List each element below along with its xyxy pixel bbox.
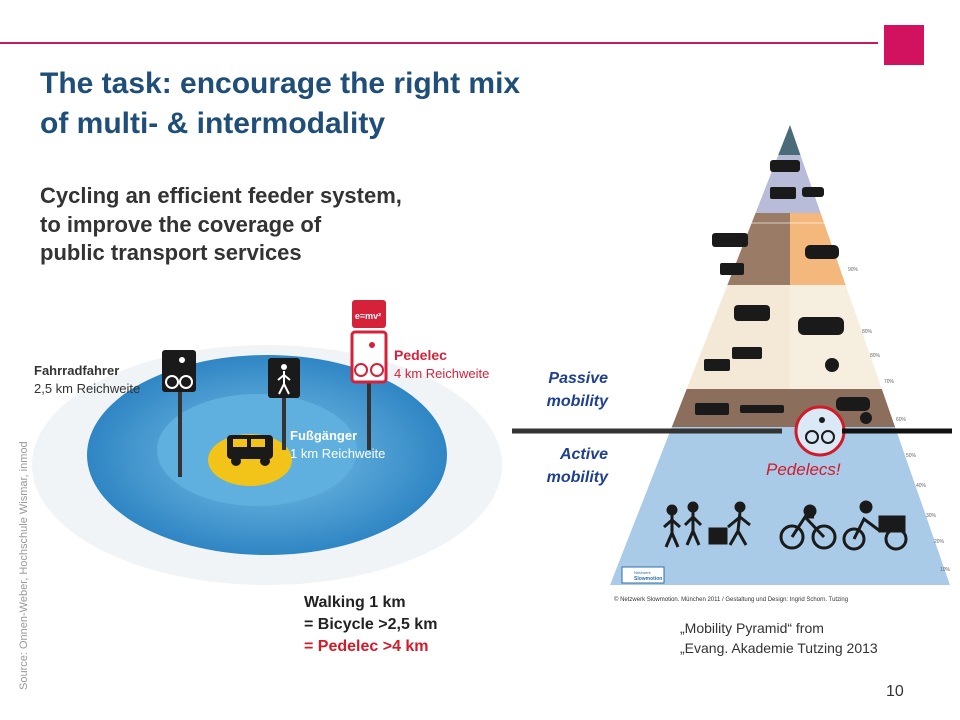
moped-icon <box>860 412 872 424</box>
bus-icon <box>712 233 748 247</box>
moped-icon <box>825 358 839 372</box>
percent-label: 40% <box>916 483 927 489</box>
percent-label: 60% <box>896 417 907 423</box>
train-icon <box>704 359 730 371</box>
bicycle-icon <box>779 524 805 550</box>
percent-label: 70% <box>884 379 895 385</box>
bicycle-text: = Bicycle >2,5 km <box>304 616 438 633</box>
subtitle-line-1: Cycling an efficient feeder system, <box>40 183 402 208</box>
accent-square <box>884 25 924 65</box>
bus-icon <box>732 347 762 359</box>
car-icon <box>836 397 870 411</box>
caption-line-1: „Mobility Pyramid“ from <box>680 620 824 636</box>
percent-label: 20% <box>934 539 945 545</box>
percent-label: 80% <box>862 329 873 335</box>
subtitle-line-2: to improve the coverage of <box>40 211 322 237</box>
tram-icon <box>740 405 784 413</box>
pedelec-range: 4 km Reichweite <box>394 366 489 381</box>
svg-text:Netzwerk: Netzwerk <box>634 570 651 575</box>
pedestrian-icon <box>666 504 678 516</box>
car-icon <box>798 317 844 335</box>
walking-text: Walking 1 km <box>304 594 406 611</box>
subtitle-line-3: public transport services <box>40 240 302 265</box>
pyramid-caption: „Mobility Pyramid“ from „Evang. Akademie… <box>680 618 878 658</box>
slide-title: The task: encourage the right mix of mul… <box>40 64 660 144</box>
caption-line-2: „Evang. Akademie Tutzing 2013 <box>680 640 878 656</box>
walking-comparison: Walking 1 km = Bicycle >2,5 km = Pedelec… <box>304 592 437 658</box>
pedelec-icon <box>805 430 819 444</box>
train-icon <box>720 263 744 275</box>
passive-mobility-label: Passive mobility <box>498 367 608 413</box>
pedestrian-range: 1 km Reichweite <box>290 446 385 461</box>
active-mobility-label: Active mobility <box>498 443 608 489</box>
page-number: 10 <box>886 683 904 700</box>
sign-text: e=mv² <box>355 311 381 321</box>
car-icon <box>770 160 800 172</box>
pedelec-label: Pedelec <box>394 347 447 363</box>
pedelec-text: = Pedelec >4 km <box>304 638 429 655</box>
tier-active <box>610 427 950 585</box>
cyclist-range: 2,5 km Reichweite <box>34 381 140 396</box>
cyclist-label: Fahrradfahrer <box>34 363 119 378</box>
title-line-1: The task: encourage the right mix <box>40 67 521 100</box>
tier-train-bus <box>610 285 790 389</box>
pedestrian-sign-icon <box>268 358 300 450</box>
train-icon <box>734 305 770 321</box>
passive-word: Passive <box>548 370 608 387</box>
title-line-2: of multi- & intermodality <box>40 107 385 140</box>
tier-bus-train-1 <box>610 213 790 285</box>
walking-with-luggage-icon <box>734 501 746 513</box>
pedelecs-label: Pedelecs! <box>766 460 841 479</box>
passive-mobility-word: mobility <box>546 393 608 410</box>
svg-text:Slowmotion: Slowmotion <box>634 576 662 582</box>
active-word: Active <box>559 446 608 463</box>
active-mobility-word: mobility <box>546 469 608 486</box>
vehicle-icons <box>695 160 872 424</box>
pyramid-credit: © Netzwerk Slowmotion. München 2011 / Ge… <box>614 596 848 603</box>
pedestrian-icon <box>687 501 699 513</box>
bus-icon <box>770 187 796 199</box>
percent-label: 50% <box>906 453 917 459</box>
pedelec-sign-icon <box>350 300 388 450</box>
percent-label: 90% <box>848 267 859 273</box>
tier-plane <box>610 125 950 155</box>
percent-label: 80% <box>870 353 881 359</box>
mobility-pyramid: Pedelecs! 90% 80% 80% 70% 60% 50% 40% 30… <box>610 125 951 603</box>
percent-label: 10% <box>940 567 951 573</box>
slide-subtitle: Cycling an efficient feeder system, to i… <box>40 182 500 268</box>
pedestrian-label: Fußgänger <box>290 428 357 443</box>
header-rule <box>0 42 878 44</box>
car-icon <box>227 435 273 466</box>
active-mobility-icons <box>663 500 908 551</box>
car-icon <box>805 245 839 259</box>
walking-cycling-radius-figure: e=mv² Fahrradfahrer 2,5 km Reichweite Fu… <box>32 300 502 585</box>
cyclist-sign-icon <box>162 350 196 477</box>
slowmotion-logo <box>621 566 665 584</box>
car-icon <box>802 187 824 197</box>
percent-label: 30% <box>926 513 937 519</box>
bus-icon <box>695 403 729 415</box>
passive-active-divider <box>512 428 952 434</box>
tier-car-moped <box>790 285 950 389</box>
cargo-bike-icon <box>842 527 866 551</box>
